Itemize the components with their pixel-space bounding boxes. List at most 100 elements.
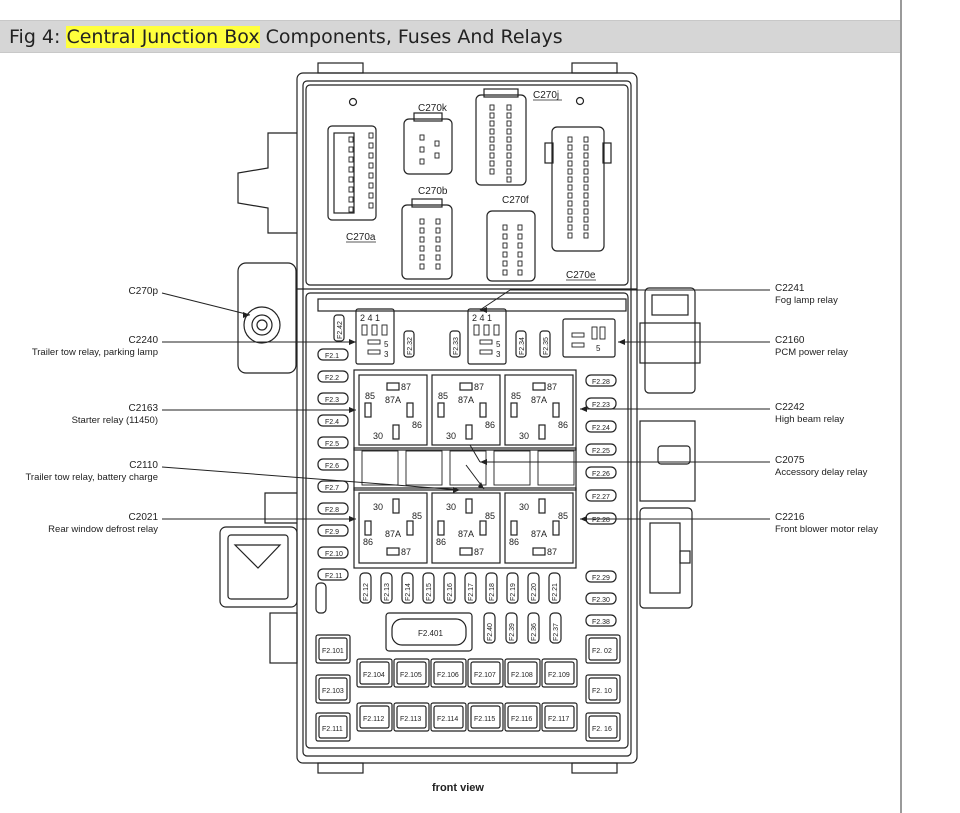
fuse-label: F2.25 <box>592 448 610 455</box>
fuse-label: F2.15 <box>426 583 433 601</box>
label-c270j: C270j <box>533 90 559 101</box>
label-c270b: C270b <box>418 186 448 197</box>
fuse-label: F2.30 <box>592 597 610 604</box>
fuse-label: F2.105 <box>400 672 422 679</box>
fuse-f2-116: F2.116 <box>504 702 541 732</box>
fuse-label: F2.113 <box>400 716 421 723</box>
c270p-connector <box>237 262 297 374</box>
right-connector-top <box>644 287 696 394</box>
view-label: front view <box>432 782 484 794</box>
fuse-f2-41 <box>315 582 327 614</box>
fuse-label: F2.11 <box>325 573 342 580</box>
left-bracket-mid <box>264 492 297 524</box>
fuse-label: F2.116 <box>511 716 532 723</box>
pin-87: 87 <box>547 382 557 392</box>
svg-text:3: 3 <box>384 350 389 359</box>
svg-text:3: 3 <box>496 350 501 359</box>
fuse-f2-42: F2.42 <box>333 314 345 342</box>
fuse-label: F2.13 <box>384 583 391 601</box>
callout-id: C2160 <box>775 335 805 346</box>
callout-desc: High beam relay <box>775 414 844 425</box>
pin-86: 86 <box>485 420 495 430</box>
fuse-label: F2.27 <box>592 494 610 501</box>
fuse-label: F2.1 <box>325 353 339 360</box>
pin-30: 30 <box>519 502 529 512</box>
fuse-f2-21: F2.21 <box>548 572 561 604</box>
label-c270a: C270a <box>346 232 376 243</box>
fuse-f2-113: F2.113 <box>393 702 430 732</box>
fuse-f2-106: F2.106 <box>430 658 467 688</box>
callout-desc: Accessory delay relay <box>775 467 868 478</box>
caption-text: Fig 4: Central Junction Box Components, … <box>9 26 563 48</box>
fuse-f2-401 <box>385 612 473 652</box>
fuse-f2--02: F2. 02 <box>585 634 621 664</box>
pin-87a: 87A <box>531 395 547 405</box>
fuse-label: F2.3 <box>325 397 339 404</box>
pin-87a: 87A <box>385 395 401 405</box>
fuse-label: F2.7 <box>325 485 339 492</box>
tab-bottom-right <box>571 762 618 774</box>
fuse-label: F2.111 <box>322 726 343 733</box>
tab-top-right <box>571 62 618 74</box>
callout-desc: Trailer tow relay, battery charge <box>25 472 158 483</box>
fuse-label: F2.108 <box>511 672 533 679</box>
small-relay-c2241: 2 4 1 5 3 <box>467 308 507 365</box>
fuse-f2-17: F2.17 <box>464 572 477 604</box>
fuse-f2-109: F2.109 <box>541 658 578 688</box>
pin-30: 30 <box>373 431 383 441</box>
callout-id: C2242 <box>775 402 805 413</box>
callout-desc: Starter relay (11450) <box>72 415 158 426</box>
fuse-f2-5: F2.5 <box>317 436 349 449</box>
callout-id: C2241 <box>775 283 805 294</box>
fuse-f2-19: F2.19 <box>506 572 519 604</box>
left-bracket-top <box>237 132 297 234</box>
pin-30: 30 <box>519 431 529 441</box>
fuse-label: F2. 10 <box>592 688 612 695</box>
callout-id: C2163 <box>129 403 159 414</box>
pin-87: 87 <box>474 382 484 392</box>
fuse-f2-15: F2.15 <box>422 572 435 604</box>
fuse-label: F2. 02 <box>592 648 612 655</box>
fuse-label: F2.28 <box>592 379 610 386</box>
fuse-label: F2.12 <box>363 583 370 601</box>
fuse-label: F2.19 <box>510 583 517 601</box>
fuse-f2-104: F2.104 <box>356 658 393 688</box>
fuse-f2-13: F2.13 <box>380 572 393 604</box>
junction-box-diagram: C270k C270j C270a C270b C270f C270e 2 4 … <box>25 62 878 794</box>
fuse-label: F2.23 <box>592 402 610 409</box>
fuse-label: F2.107 <box>474 672 496 679</box>
right-block-mid <box>639 420 696 502</box>
fuse-label: F2.37 <box>553 623 560 641</box>
callout-desc: PCM power relay <box>775 347 848 358</box>
connector-panel <box>305 84 629 286</box>
callout-id: C2021 <box>129 512 159 523</box>
callout-id: C2240 <box>129 335 159 346</box>
callout-desc: Rear window defrost relay <box>48 524 158 535</box>
callout-id: C270p <box>129 286 159 297</box>
fuse-f2-16: F2.16 <box>443 572 456 604</box>
fuse-f2-38: F2.38 <box>585 614 617 627</box>
label-c270k: C270k <box>418 103 448 114</box>
fuse-label: F2.21 <box>552 583 559 601</box>
figure-caption: Fig 4: Central Junction Box Components, … <box>0 20 900 53</box>
fuse-label: F2.39 <box>509 623 516 641</box>
fuse-label: F2.42 <box>337 321 344 339</box>
pin-85: 85 <box>412 511 422 521</box>
fuse-f2-108: F2.108 <box>504 658 541 688</box>
fuse-f2-11: F2.11 <box>317 568 349 581</box>
fuse-right-2: F2.24 <box>585 420 617 433</box>
fuse-f2-112: F2.112 <box>356 702 393 732</box>
fuse-label: F2.35 <box>543 337 550 355</box>
fuse-f2-105: F2.105 <box>393 658 430 688</box>
pin-85: 85 <box>365 391 375 401</box>
fuse-f2-7: F2.7 <box>317 480 349 493</box>
connector-c270a <box>327 125 377 221</box>
svg-text:5: 5 <box>596 344 601 353</box>
pin-87a: 87A <box>385 529 401 539</box>
